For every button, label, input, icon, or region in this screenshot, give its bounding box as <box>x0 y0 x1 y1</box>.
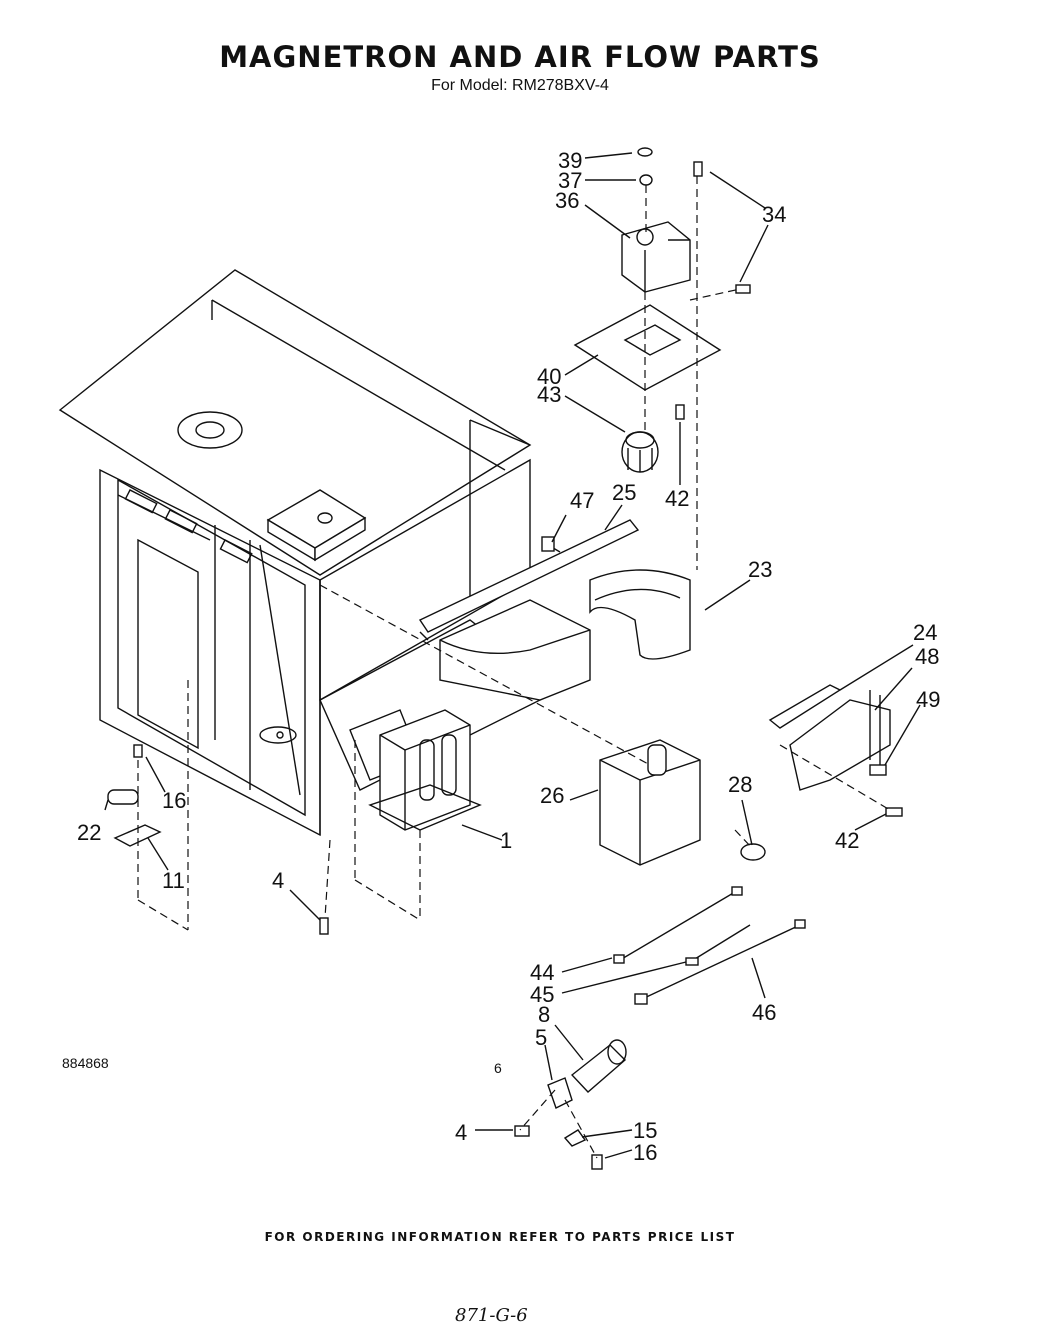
fan-motor-assembly <box>573 221 722 473</box>
small-parts <box>107 147 903 1170</box>
callout-48: 48 <box>915 644 939 669</box>
callout-4-lower: 4 <box>455 1120 467 1145</box>
callout-16-left: 16 <box>162 788 186 813</box>
leader-arrows <box>104 152 921 1159</box>
handwritten-note: 871-G-6 <box>455 1305 528 1326</box>
transformer <box>368 709 482 831</box>
callout-28: 28 <box>728 772 752 797</box>
callout-45: 45 <box>530 982 554 1007</box>
callout-37: 37 <box>558 168 582 193</box>
ordering-info-footer: FOR ORDERING INFORMATION REFER TO PARTS … <box>264 1230 736 1244</box>
document-number: 884868 <box>62 1055 109 1071</box>
model-subtitle: For Model: RM278BXV-4 <box>431 77 609 94</box>
callout-26: 26 <box>540 783 564 808</box>
callout-labels: 39 37 36 34 40 43 42 25 47 23 24 48 49 2… <box>77 148 940 1165</box>
callout-42-upper: 42 <box>665 486 689 511</box>
callout-46: 46 <box>752 1000 776 1025</box>
diagram-title: MAGNETRON AND AIR FLOW PARTS <box>219 40 821 74</box>
callout-34: 34 <box>762 202 786 227</box>
callout-15: 15 <box>633 1118 657 1143</box>
callout-36: 36 <box>555 188 579 213</box>
callout-47: 47 <box>570 488 594 513</box>
alignment-lines <box>137 176 891 1159</box>
callout-39: 39 <box>558 148 582 173</box>
air-duct-assembly <box>418 519 691 701</box>
callout-25: 25 <box>612 480 636 505</box>
cabinet-assembly <box>58 269 562 837</box>
callout-8: 8 <box>538 1002 550 1027</box>
callout-40: 40 <box>537 364 561 389</box>
side-bracket <box>768 684 891 791</box>
callout-4-upper: 4 <box>272 868 284 893</box>
page-number: 6 <box>494 1060 502 1076</box>
callout-1: 1 <box>500 828 512 853</box>
callout-43: 43 <box>537 382 561 407</box>
callout-42-lower: 42 <box>835 828 859 853</box>
callout-22: 22 <box>77 820 101 845</box>
callout-5: 5 <box>535 1025 547 1050</box>
callout-49: 49 <box>916 687 940 712</box>
callout-23: 23 <box>748 557 772 582</box>
callout-11: 11 <box>162 868 185 893</box>
callout-24: 24 <box>913 620 937 645</box>
magnetron <box>599 739 701 866</box>
callout-44: 44 <box>530 960 554 985</box>
callout-16-lower: 16 <box>633 1140 657 1165</box>
